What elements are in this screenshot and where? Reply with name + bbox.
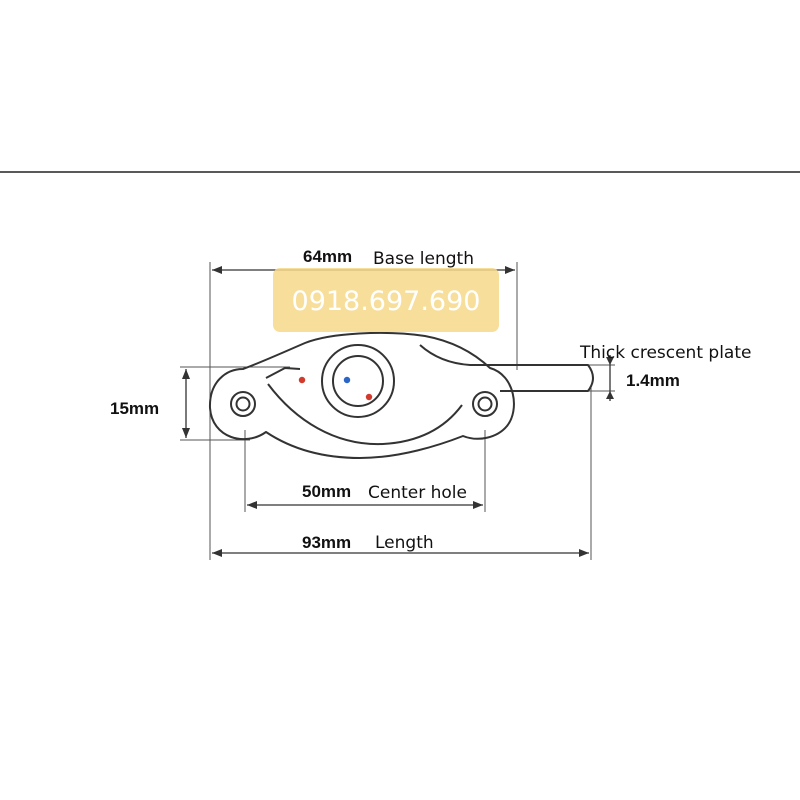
length-value: 93mm (302, 533, 351, 552)
pivot-boss-outer (321, 344, 395, 418)
left-screw-hole-outer (230, 391, 256, 417)
red-marker-dot (298, 376, 306, 384)
center-hole-label: Center hole (368, 483, 467, 503)
right-screw-hole-outer (472, 391, 498, 417)
crescent-lock-part (208, 331, 594, 459)
base-length-value: 64mm (303, 247, 352, 266)
crescent-groove (267, 383, 463, 446)
left-screw-hole-inner (235, 396, 251, 412)
red-marker-dot (365, 393, 373, 401)
thickness-value: 1.4mm (626, 371, 680, 390)
phone-watermark-badge (273, 268, 499, 332)
right-screw-hole-inner (477, 396, 493, 412)
height-value: 15mm (110, 399, 159, 418)
crescent-tip (265, 367, 301, 379)
extension-lines (180, 262, 615, 560)
center-hole-value: 50mm (302, 482, 351, 501)
phone-watermark-text: 0918.697.690 (292, 286, 481, 317)
blue-marker-dot (343, 376, 351, 384)
plate-note: Thick crescent plate (579, 343, 751, 363)
base-length-label: Base length (373, 249, 474, 269)
dimension-lines (182, 266, 614, 557)
base-plate-outline (208, 331, 515, 459)
length-label: Length (375, 533, 434, 553)
pivot-boss-inner (332, 355, 384, 407)
handle-arm-outline (419, 344, 594, 392)
